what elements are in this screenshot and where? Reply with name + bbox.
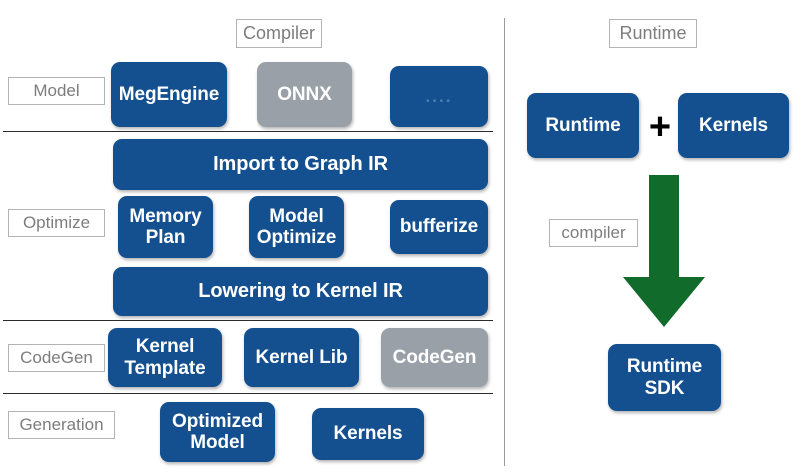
compiler-arrow-icon xyxy=(618,175,710,327)
node-onnx[interactable]: ONNX xyxy=(257,62,352,127)
node-codegen[interactable]: CodeGen xyxy=(381,328,488,387)
compiler-arrow-label: compiler xyxy=(549,219,638,247)
node-kernels-runtime[interactable]: Kernels xyxy=(678,93,789,158)
node-kernels-generation[interactable]: Kernels xyxy=(312,408,424,460)
stage-label-generation: Generation xyxy=(8,411,115,439)
stage-label-model: Model xyxy=(8,77,105,105)
plus-icon: + xyxy=(648,106,672,148)
node-etc-label: .... xyxy=(425,86,453,106)
node-model-optimize[interactable]: Model Optimize xyxy=(249,196,344,258)
node-megengine[interactable]: MegEngine xyxy=(111,62,227,127)
panel-divider xyxy=(504,18,505,466)
separator-model xyxy=(3,131,493,132)
right-panel-header-label: Runtime xyxy=(609,19,697,48)
node-kernel-template[interactable]: Kernel Template xyxy=(108,328,222,387)
left-panel-header-label: Compiler xyxy=(236,19,322,48)
node-etc[interactable]: .... xyxy=(390,66,488,127)
node-import-to-graph-ir[interactable]: Import to Graph IR xyxy=(113,139,488,190)
node-runtime[interactable]: Runtime xyxy=(527,93,639,158)
node-bufferize[interactable]: bufferize xyxy=(390,200,488,254)
node-optimized-model[interactable]: Optimized Model xyxy=(160,402,275,462)
separator-generation xyxy=(3,393,493,394)
stage-label-optimize: Optimize xyxy=(8,209,105,237)
node-kernel-lib[interactable]: Kernel Lib xyxy=(244,328,359,387)
node-lowering-to-kernel-ir[interactable]: Lowering to Kernel IR xyxy=(113,267,488,316)
separator-codegen xyxy=(3,320,493,321)
node-runtime-sdk[interactable]: Runtime SDK xyxy=(608,344,721,411)
stage-label-codegen: CodeGen xyxy=(8,344,105,372)
node-memory-plan[interactable]: Memory Plan xyxy=(118,196,213,258)
